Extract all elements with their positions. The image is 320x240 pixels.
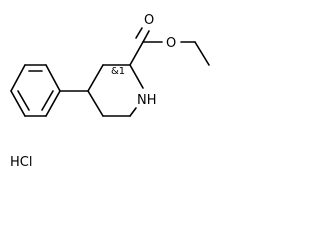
ester-group bbox=[129, 27, 210, 66]
benzene-ring bbox=[10, 64, 61, 117]
amine-label: NH bbox=[137, 93, 157, 108]
chemical-structure-diagram: O O NH &1 HCl bbox=[10, 13, 210, 170]
counterion-label: HCl bbox=[10, 155, 32, 170]
structure-canvas: O O NH &1 HCl bbox=[10, 13, 210, 170]
carbonyl-oxygen-label: O bbox=[144, 13, 154, 28]
stereo-label: &1 bbox=[111, 66, 125, 77]
ester-oxygen-label: O bbox=[166, 36, 176, 51]
tetrahydro-ring bbox=[59, 64, 144, 117]
